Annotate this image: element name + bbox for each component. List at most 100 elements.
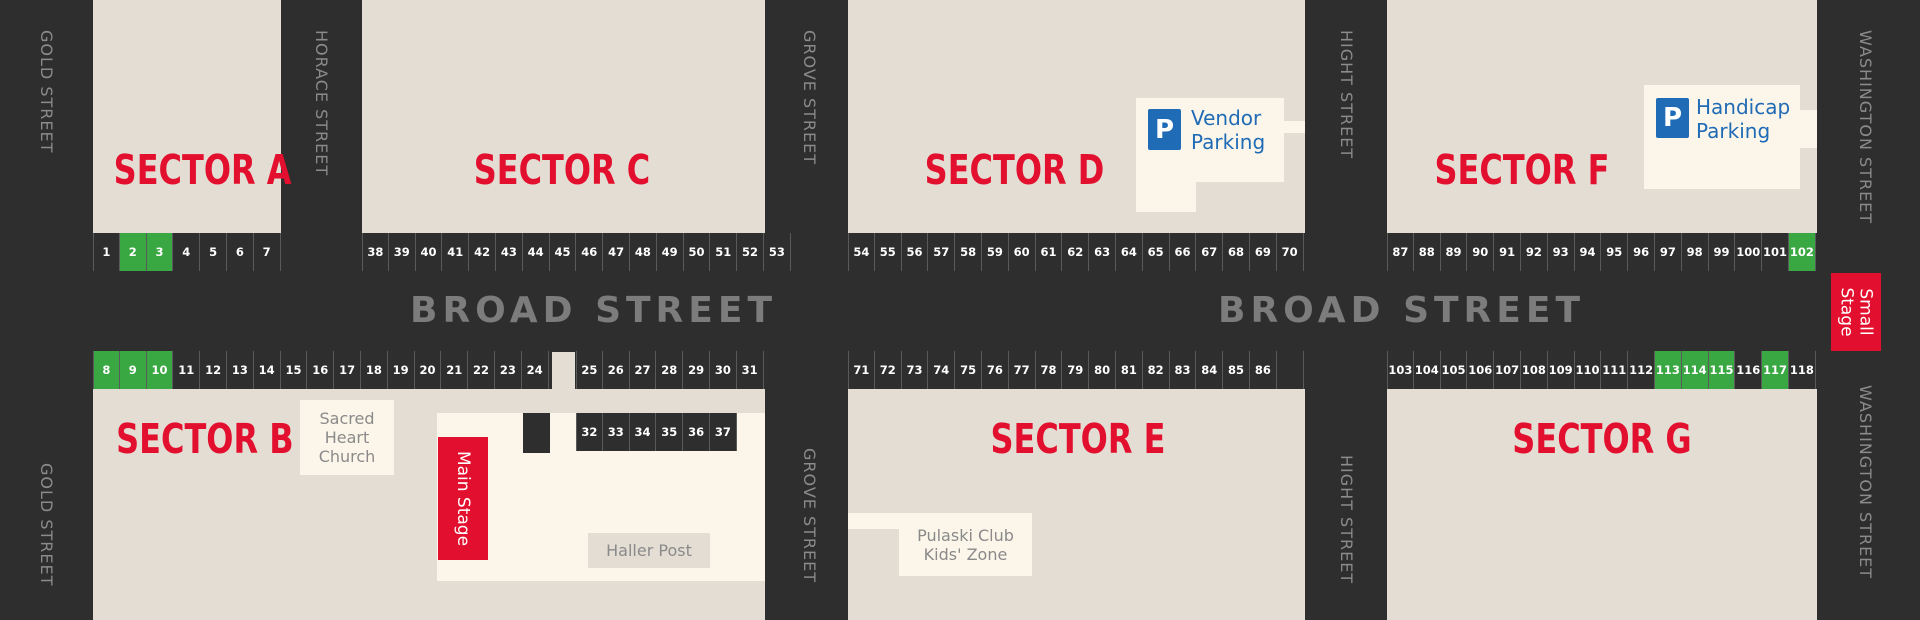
booth-4[interactable]: 4 — [173, 233, 201, 271]
booth-22[interactable]: 22 — [468, 351, 495, 389]
booth-24[interactable]: 24 — [521, 351, 549, 389]
booth-62[interactable]: 62 — [1062, 233, 1090, 271]
booth-26[interactable]: 26 — [602, 351, 630, 389]
booth-38[interactable]: 38 — [362, 233, 389, 271]
booth-29[interactable]: 29 — [683, 351, 710, 389]
booth-107[interactable]: 107 — [1494, 351, 1521, 389]
booth-83[interactable]: 83 — [1169, 351, 1197, 389]
booth-70[interactable]: 70 — [1276, 233, 1304, 271]
booth-44[interactable]: 44 — [522, 233, 550, 271]
booth-27[interactable]: 27 — [629, 351, 657, 389]
booth-1[interactable]: 1 — [93, 233, 120, 271]
booth-72[interactable]: 72 — [874, 351, 902, 389]
booth-30[interactable]: 30 — [709, 351, 737, 389]
booth-79[interactable]: 79 — [1062, 351, 1090, 389]
booth-55[interactable]: 55 — [874, 233, 902, 271]
booth-108[interactable]: 108 — [1520, 351, 1548, 389]
booth-95[interactable]: 95 — [1601, 233, 1629, 271]
booth-65[interactable]: 65 — [1142, 233, 1170, 271]
booth-78[interactable]: 78 — [1035, 351, 1063, 389]
booth-49[interactable]: 49 — [656, 233, 684, 271]
booth-109[interactable]: 109 — [1547, 351, 1575, 389]
booth-103[interactable]: 103 — [1387, 351, 1414, 389]
booth-52[interactable]: 52 — [737, 233, 764, 271]
booth-35[interactable]: 35 — [656, 413, 684, 451]
booth-18[interactable]: 18 — [360, 351, 388, 389]
booth-111[interactable]: 111 — [1601, 351, 1629, 389]
booth-13[interactable]: 13 — [226, 351, 254, 389]
booth-89[interactable]: 89 — [1440, 233, 1468, 271]
booth-80[interactable]: 80 — [1089, 351, 1116, 389]
booth-66[interactable]: 66 — [1169, 233, 1197, 271]
booth-88[interactable]: 88 — [1413, 233, 1441, 271]
booth-empty[interactable] — [1276, 351, 1304, 389]
booth-3[interactable]: 3 — [146, 233, 174, 271]
booth-102[interactable]: 102 — [1788, 233, 1816, 271]
booth-104[interactable]: 104 — [1413, 351, 1441, 389]
booth-61[interactable]: 61 — [1035, 233, 1063, 271]
booth-69[interactable]: 69 — [1249, 233, 1277, 271]
booth-59[interactable]: 59 — [981, 233, 1009, 271]
booth-57[interactable]: 57 — [928, 233, 956, 271]
booth-76[interactable]: 76 — [981, 351, 1009, 389]
booth-12[interactable]: 12 — [200, 351, 227, 389]
booth-99[interactable]: 99 — [1708, 233, 1736, 271]
booth-75[interactable]: 75 — [955, 351, 982, 389]
booth-15[interactable]: 15 — [280, 351, 308, 389]
booth-63[interactable]: 63 — [1089, 233, 1116, 271]
booth-118[interactable]: 118 — [1788, 351, 1816, 389]
booth-31[interactable]: 31 — [736, 351, 764, 389]
booth-77[interactable]: 77 — [1008, 351, 1036, 389]
booth-32[interactable]: 32 — [576, 413, 603, 451]
booth-86[interactable]: 86 — [1249, 351, 1277, 389]
booth-82[interactable]: 82 — [1142, 351, 1170, 389]
booth-87[interactable]: 87 — [1387, 233, 1414, 271]
booth-46[interactable]: 46 — [576, 233, 604, 271]
booth-47[interactable]: 47 — [603, 233, 630, 271]
booth-2[interactable]: 2 — [119, 233, 147, 271]
booth-19[interactable]: 19 — [387, 351, 415, 389]
booth-17[interactable]: 17 — [334, 351, 361, 389]
booth-67[interactable]: 67 — [1196, 233, 1224, 271]
booth-42[interactable]: 42 — [469, 233, 496, 271]
booth-71[interactable]: 71 — [848, 351, 875, 389]
booth-97[interactable]: 97 — [1654, 233, 1682, 271]
booth-81[interactable]: 81 — [1115, 351, 1143, 389]
booth-43[interactable]: 43 — [495, 233, 523, 271]
booth-6[interactable]: 6 — [226, 233, 254, 271]
booth-58[interactable]: 58 — [955, 233, 982, 271]
booth-34[interactable]: 34 — [629, 413, 657, 451]
booth-113[interactable]: 113 — [1654, 351, 1682, 389]
booth-9[interactable]: 9 — [119, 351, 147, 389]
booth-41[interactable]: 41 — [442, 233, 470, 271]
booth-101[interactable]: 101 — [1762, 233, 1789, 271]
booth-91[interactable]: 91 — [1494, 233, 1521, 271]
booth-16[interactable]: 16 — [307, 351, 335, 389]
booth-7[interactable]: 7 — [253, 233, 281, 271]
booth-110[interactable]: 110 — [1574, 351, 1602, 389]
booth-60[interactable]: 60 — [1008, 233, 1036, 271]
booth-117[interactable]: 117 — [1762, 351, 1789, 389]
booth-8[interactable]: 8 — [93, 351, 120, 389]
booth-11[interactable]: 11 — [173, 351, 201, 389]
booth-40[interactable]: 40 — [415, 233, 443, 271]
booth-39[interactable]: 39 — [388, 233, 416, 271]
booth-84[interactable]: 84 — [1196, 351, 1224, 389]
booth-92[interactable]: 92 — [1520, 233, 1548, 271]
booth-105[interactable]: 105 — [1440, 351, 1468, 389]
booth-20[interactable]: 20 — [414, 351, 442, 389]
booth-94[interactable]: 94 — [1574, 233, 1602, 271]
booth-33[interactable]: 33 — [602, 413, 630, 451]
booth-68[interactable]: 68 — [1223, 233, 1250, 271]
booth-112[interactable]: 112 — [1628, 351, 1655, 389]
booth-37[interactable]: 37 — [709, 413, 737, 451]
booth-53[interactable]: 53 — [763, 233, 791, 271]
booth-56[interactable]: 56 — [901, 233, 929, 271]
booth-5[interactable]: 5 — [200, 233, 227, 271]
booth-114[interactable]: 114 — [1681, 351, 1709, 389]
booth-100[interactable]: 100 — [1735, 233, 1763, 271]
booth-116[interactable]: 116 — [1735, 351, 1763, 389]
booth-10[interactable]: 10 — [146, 351, 174, 389]
booth-90[interactable]: 90 — [1467, 233, 1495, 271]
booth-51[interactable]: 51 — [710, 233, 738, 271]
